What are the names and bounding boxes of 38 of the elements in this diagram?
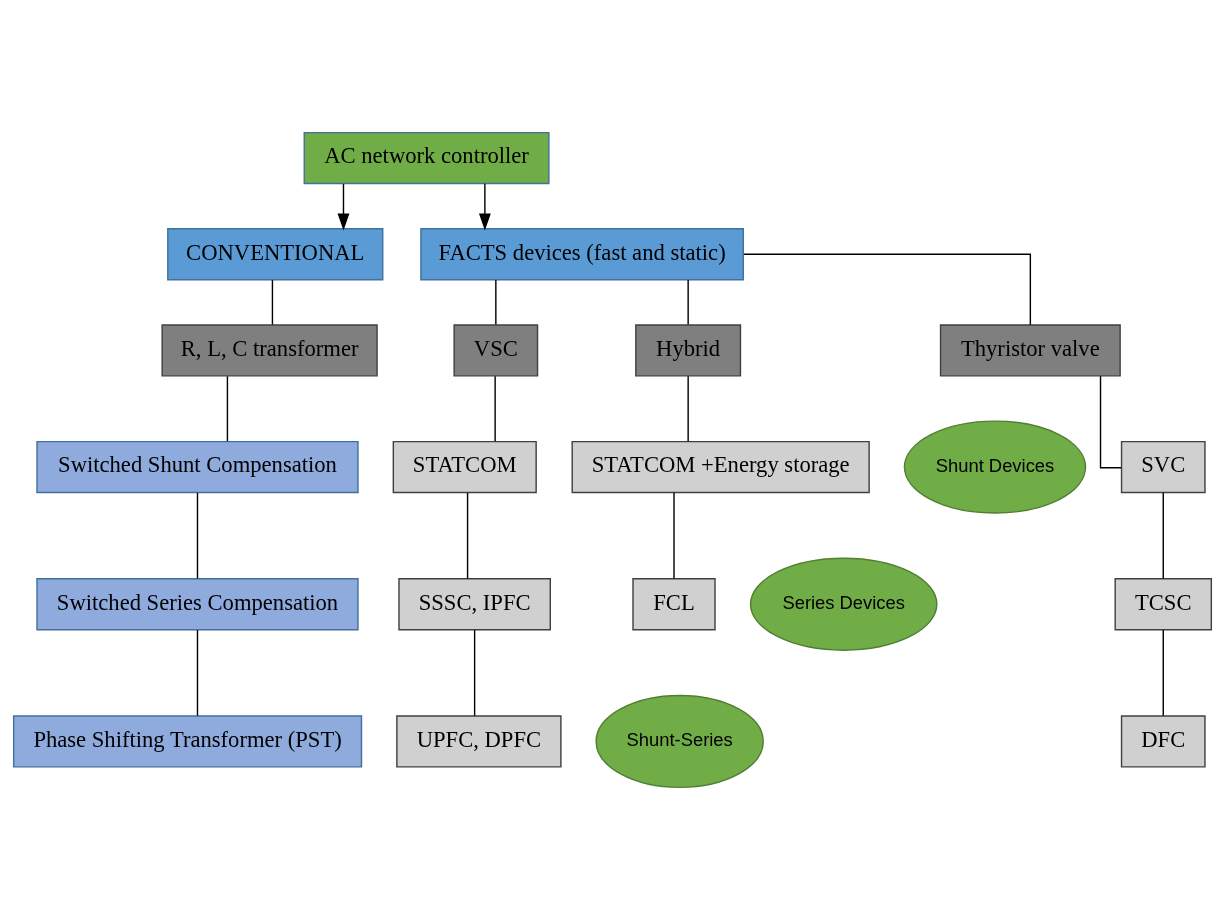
node-box: Hybrid [635, 324, 742, 377]
connector [466, 492, 469, 580]
arrow [337, 183, 350, 231]
connector [743, 253, 1032, 326]
node-box: STATCOM [392, 440, 537, 494]
node-box: FCL [632, 578, 716, 631]
connector [673, 492, 675, 580]
connector [196, 492, 199, 580]
node-box: FACTS devices (fast and static) [420, 228, 744, 281]
node-box: Phase Shifting Transformer (PST) [12, 715, 363, 768]
node-ellipse: Series Devices [749, 557, 938, 651]
node-box: Thyristor valve [939, 324, 1121, 377]
node-box: CONVENTIONAL [167, 228, 384, 281]
node-box: TCSC [1114, 578, 1213, 631]
node-box: DFC [1120, 715, 1206, 768]
connector [473, 629, 476, 717]
connector [687, 279, 689, 326]
connector [196, 629, 199, 717]
node-box: R, L, C transformer [161, 324, 378, 377]
node-box: AC network controller [303, 131, 550, 185]
node-box: UPFC, DPFC [396, 715, 562, 768]
arrow [478, 183, 491, 231]
connector [271, 279, 274, 326]
node-box: STATCOM +Energy storage [571, 440, 870, 494]
connector [1162, 492, 1164, 580]
node-ellipse: Shunt-Series [595, 694, 764, 789]
node-box: VSC [453, 324, 539, 377]
connector [494, 375, 496, 442]
node-box: SSSC, IPFC [398, 578, 551, 631]
node-box: Switched Series Compensation [36, 578, 359, 631]
connector [226, 375, 229, 442]
node-ellipse: Shunt Devices [903, 420, 1087, 514]
connector [495, 279, 497, 326]
connector [687, 375, 689, 442]
connector [1099, 375, 1122, 469]
node-box: SVC [1120, 440, 1206, 494]
connector [1162, 629, 1164, 717]
node-box: Switched Shunt Compensation [36, 440, 359, 494]
